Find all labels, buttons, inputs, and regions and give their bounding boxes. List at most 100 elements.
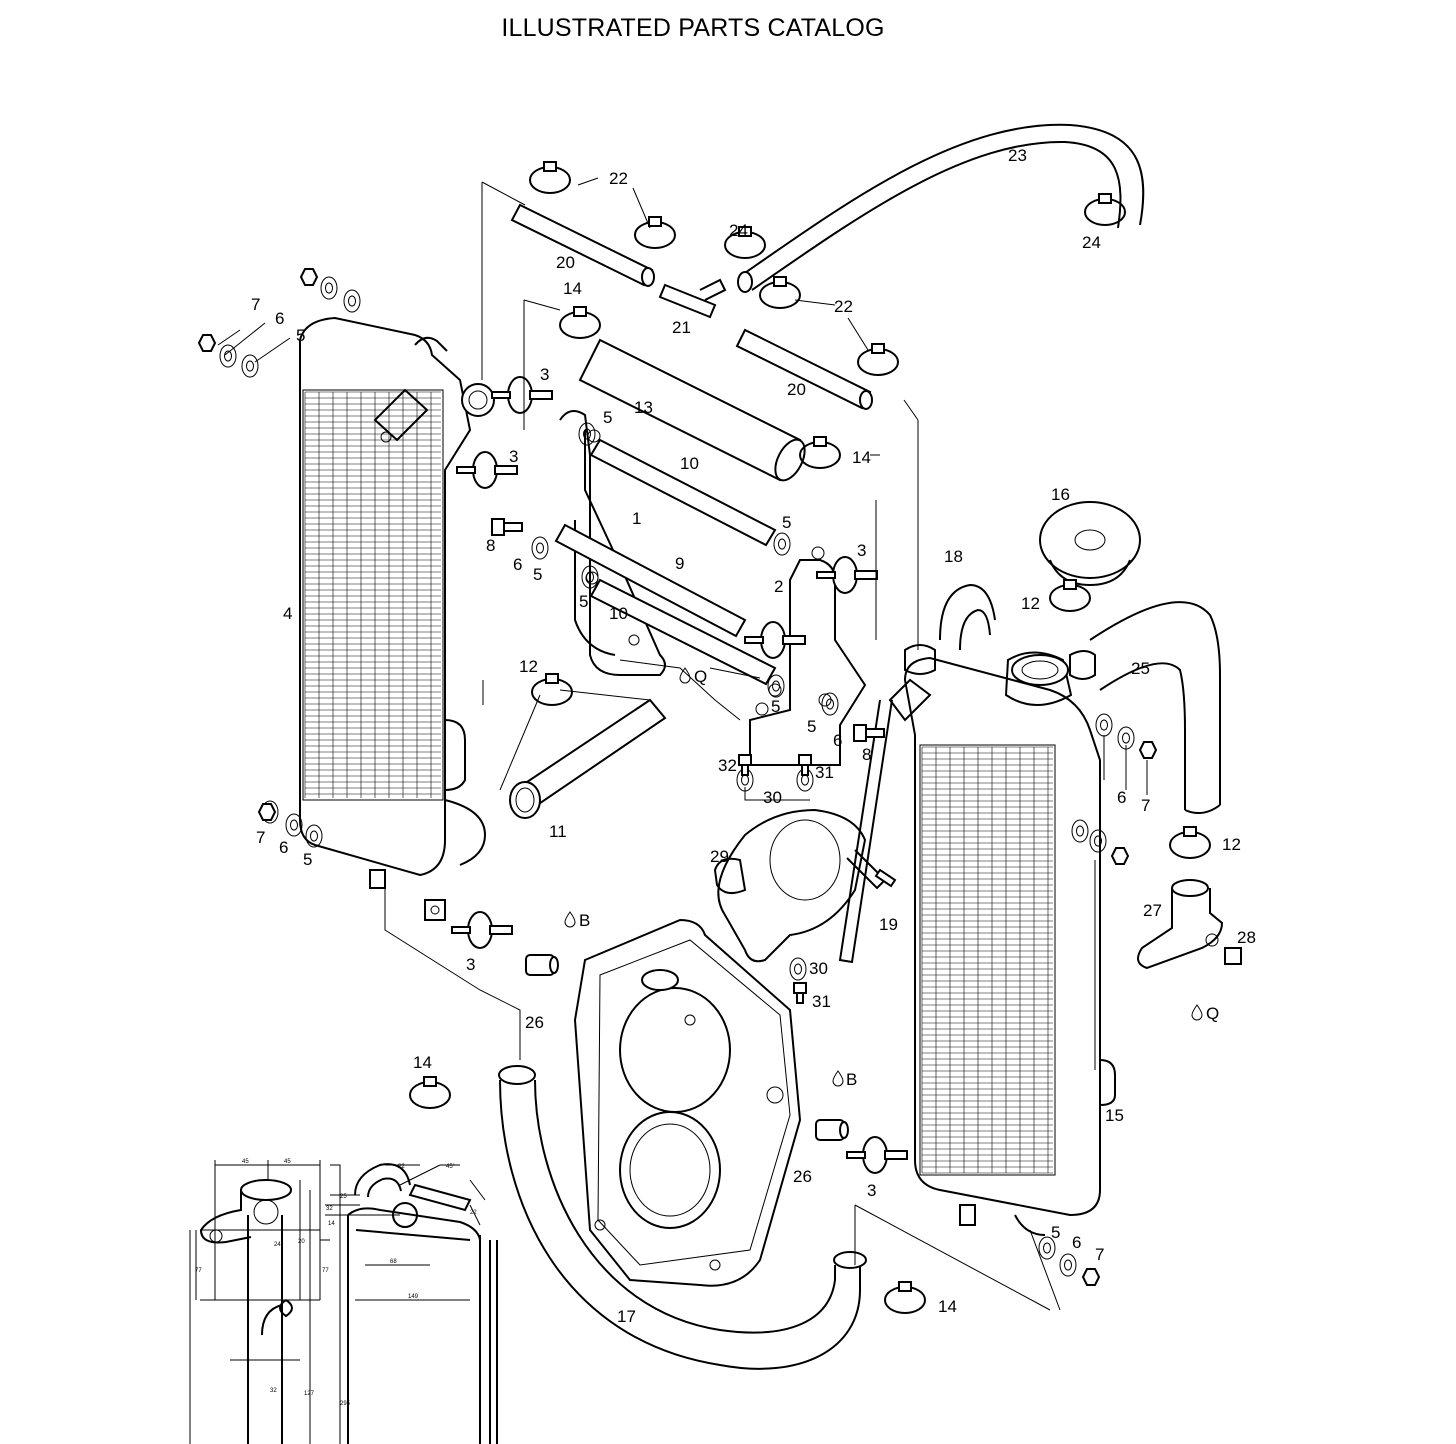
callout: 3 [509, 447, 518, 466]
svg-text:32: 32 [270, 1388, 277, 1394]
leader-lines [217, 177, 1148, 1311]
callout: 5 [1051, 1223, 1060, 1242]
callout: 22 [834, 297, 853, 316]
callout: 5 [579, 592, 588, 611]
callout: 5 [771, 697, 780, 716]
svg-text:20: 20 [298, 1239, 305, 1245]
bleed-screw [874, 868, 897, 888]
svg-text:45: 45 [284, 1159, 291, 1165]
callout: 6 [279, 838, 288, 857]
callout: 14 [852, 448, 871, 467]
callout: 30 [763, 788, 782, 807]
nut [1081, 1268, 1101, 1286]
dimension-numbers: 45 45 22 45° 25 32 24 14 20 22 77 77 68 … [195, 1159, 477, 1407]
svg-text:25: 25 [340, 1194, 347, 1200]
callout-labels: 22 23 24 24 20 14 21 22 7 6 5 3 13 20 5 … [251, 146, 1256, 1326]
callout: 3 [540, 365, 549, 384]
svg-text:45: 45 [242, 1159, 249, 1165]
bolt [491, 518, 505, 536]
callout: 22 [609, 169, 628, 188]
washer [1059, 1253, 1077, 1277]
hardware [197, 161, 1243, 1314]
callout: 5 [303, 850, 312, 869]
svg-text:295: 295 [340, 1401, 351, 1407]
callout: 28 [1237, 928, 1256, 947]
nut [1138, 741, 1158, 759]
callout: 20 [556, 253, 575, 272]
callout: 9 [675, 554, 684, 573]
nut [299, 268, 319, 286]
callout: 7 [256, 828, 265, 847]
svg-text:77: 77 [322, 1268, 329, 1274]
page-title: ILLUSTRATED PARTS CATALOG [501, 14, 885, 42]
hoses-right [509, 583, 1221, 819]
callout: B [846, 1070, 857, 1089]
rubber-mount [832, 556, 858, 594]
callout: 32 [718, 756, 737, 775]
callout: 18 [944, 547, 963, 566]
washer [219, 344, 237, 368]
svg-text:22: 22 [470, 1210, 477, 1216]
nut [257, 803, 277, 821]
callout: 10 [609, 604, 628, 623]
callout: 19 [879, 915, 898, 934]
callout: 14 [563, 279, 582, 298]
svg-text:14: 14 [328, 1221, 335, 1227]
callout: 8 [862, 745, 871, 764]
brackets [559, 410, 867, 766]
washer [320, 276, 338, 300]
washer [1038, 1236, 1056, 1260]
washer [343, 289, 361, 313]
washer [241, 354, 259, 378]
callout: Q [1206, 1004, 1219, 1023]
svg-text:24: 24 [274, 1242, 281, 1248]
callout: 21 [672, 318, 691, 337]
washer [305, 824, 323, 848]
callout: 24 [1082, 233, 1101, 252]
drop-icons [564, 667, 1203, 1087]
callout: 10 [680, 454, 699, 473]
callout: 12 [1021, 594, 1040, 613]
dimension-detail [189, 1160, 498, 1444]
callout: 5 [807, 717, 816, 736]
water-pump-cover [713, 699, 893, 964]
hoses-upper [510, 123, 1145, 410]
thermostat-housing [1137, 879, 1224, 970]
rubber-mount [467, 911, 493, 949]
callout: 1 [632, 509, 641, 528]
callout: 20 [787, 380, 806, 399]
washer [789, 957, 807, 981]
callout: 7 [1141, 796, 1150, 815]
callout: 24 [729, 221, 748, 240]
callout: 6 [1072, 1233, 1081, 1252]
rubber-mount [760, 621, 786, 659]
callout: 13 [634, 398, 653, 417]
washer [531, 536, 549, 560]
callout: 25 [1131, 659, 1150, 678]
callout: 3 [857, 541, 866, 560]
callout: 5 [782, 513, 791, 532]
washer [767, 674, 785, 698]
svg-text:45°: 45° [446, 1164, 456, 1170]
callout: 14 [938, 1297, 957, 1316]
svg-text:68: 68 [390, 1259, 397, 1265]
washer [581, 565, 599, 589]
callout: 3 [867, 1181, 876, 1200]
svg-text:127: 127 [304, 1391, 315, 1397]
washer [578, 422, 596, 446]
right-radiator [888, 644, 1116, 1236]
callout: 6 [833, 731, 842, 750]
bolt [738, 754, 752, 766]
washer [1089, 829, 1107, 853]
callout: 5 [603, 408, 612, 427]
callout: 17 [617, 1307, 636, 1326]
rubber-mount [507, 376, 533, 414]
callout: 6 [275, 309, 284, 328]
callout: 14 [413, 1053, 432, 1072]
callout: 29 [710, 847, 729, 866]
rubber-mount [472, 451, 498, 489]
plug [1224, 947, 1242, 965]
washer [821, 692, 839, 716]
callout: Q [694, 667, 707, 686]
washer [1071, 819, 1089, 843]
